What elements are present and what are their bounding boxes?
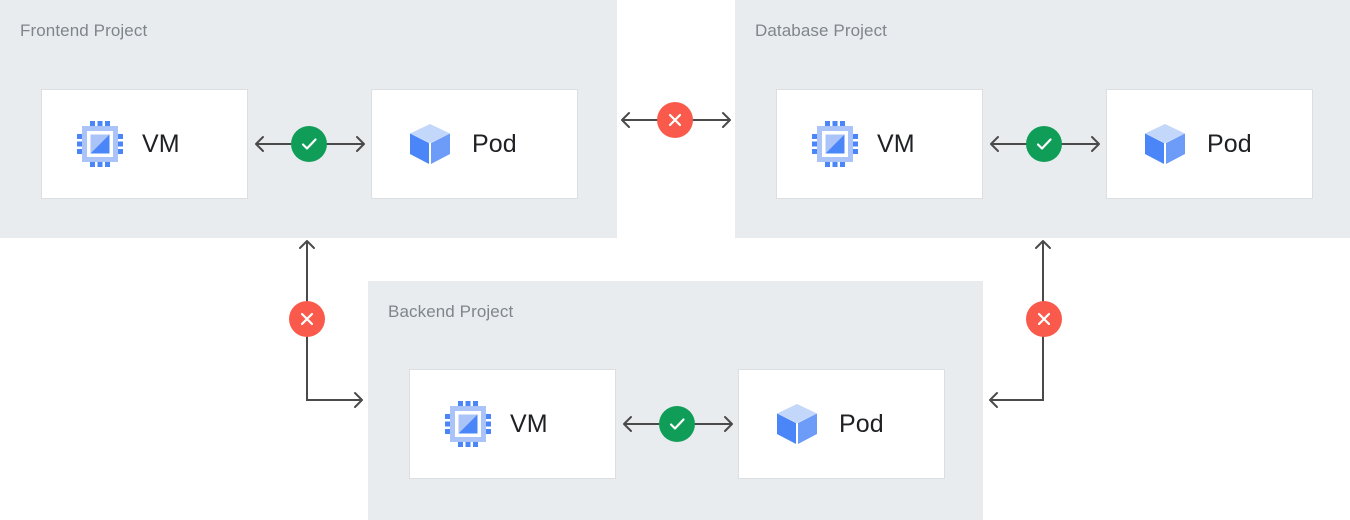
x-circle-icon [300, 312, 314, 326]
vm-chip-icon [76, 120, 124, 168]
status-badge-database-internal-allowed[interactable] [1026, 126, 1062, 162]
vm-chip-icon [444, 400, 492, 448]
pod-cube-icon [773, 400, 821, 448]
card-label-frontend-pod: Pod [472, 130, 517, 158]
check-circle-icon [1036, 138, 1052, 150]
status-badge-backend-frontend-blocked[interactable] [289, 301, 325, 337]
x-circle-icon [668, 113, 682, 127]
status-badge-frontend-database-blocked[interactable] [657, 102, 693, 138]
panel-title-database: Database Project [755, 21, 888, 40]
check-circle-icon [669, 418, 685, 430]
panel-backend-project[interactable]: Backend Project [368, 281, 983, 520]
card-backend-vm[interactable]: VM [409, 369, 616, 479]
card-backend-pod[interactable]: Pod [738, 369, 945, 479]
pod-cube-icon [1141, 120, 1189, 168]
card-label-frontend-vm: VM [142, 130, 180, 158]
panel-database-project[interactable]: Database Project [735, 0, 1350, 238]
check-circle-icon [301, 138, 317, 150]
status-badge-backend-database-blocked[interactable] [1026, 301, 1062, 337]
panel-frontend-project[interactable]: Frontend Project [0, 0, 617, 238]
card-label-database-pod: Pod [1207, 130, 1252, 158]
x-circle-icon [1037, 312, 1051, 326]
card-database-vm[interactable]: VM [776, 89, 983, 199]
card-label-database-vm: VM [877, 130, 915, 158]
status-badge-frontend-internal-allowed[interactable] [291, 126, 327, 162]
panel-title-backend: Backend Project [388, 302, 514, 321]
card-frontend-pod[interactable]: Pod [371, 89, 578, 199]
card-database-pod[interactable]: Pod [1106, 89, 1313, 199]
status-badge-backend-internal-allowed[interactable] [659, 406, 695, 442]
pod-cube-icon [406, 120, 454, 168]
vm-chip-icon [811, 120, 859, 168]
panel-title-frontend: Frontend Project [20, 21, 148, 40]
card-label-backend-vm: VM [510, 410, 548, 438]
card-label-backend-pod: Pod [839, 410, 884, 438]
card-frontend-vm[interactable]: VM [41, 89, 248, 199]
